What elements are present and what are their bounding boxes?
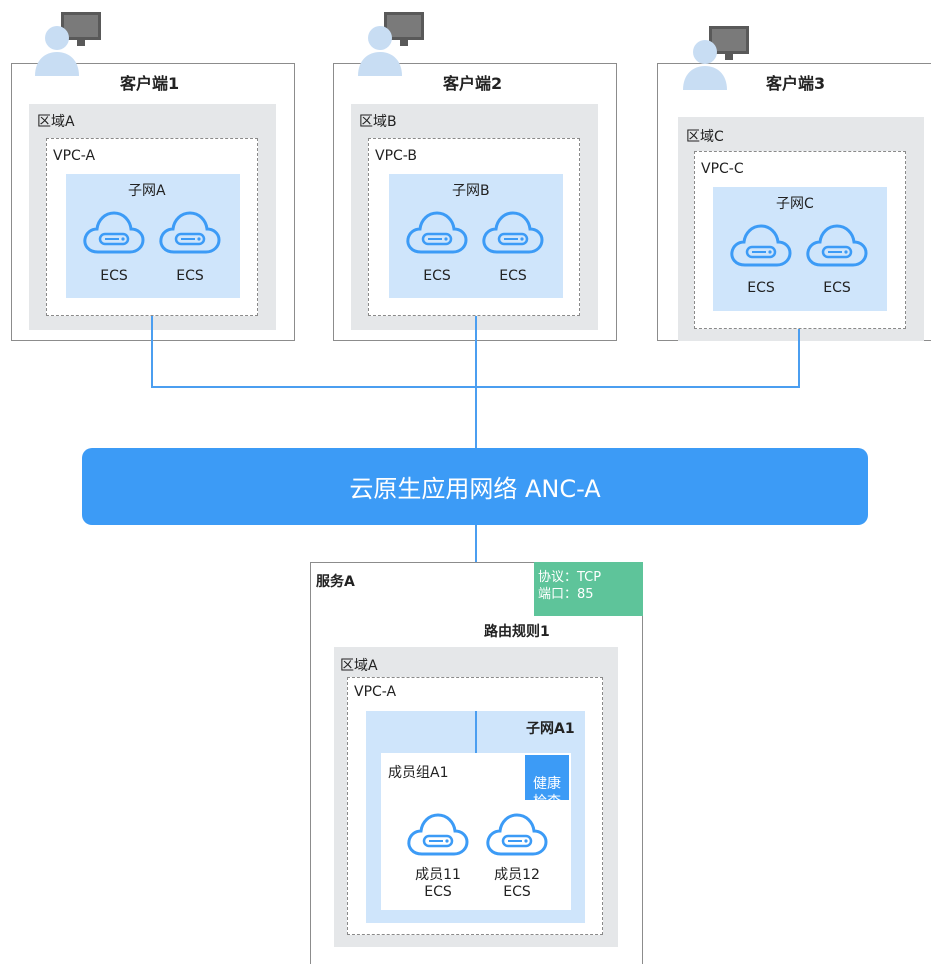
member-group-label: 成员组A1 xyxy=(388,765,449,781)
user-computer-icon xyxy=(33,10,103,80)
user-computer-icon xyxy=(356,10,426,80)
user-computer-icon xyxy=(681,24,751,94)
service-label: 服务A xyxy=(316,574,355,590)
subnet-label: 子网B xyxy=(452,183,490,199)
ecs-cloud-icon xyxy=(805,223,869,269)
member-name: 成员11 xyxy=(415,867,461,883)
anc-bar: 云原生应用网络 ANC-A xyxy=(82,448,868,525)
ecs-cloud-icon xyxy=(405,210,469,256)
region-label: 区域C xyxy=(686,129,724,145)
ecs-label: ECS xyxy=(499,268,527,284)
subnet-box xyxy=(389,174,563,298)
region-label: 区域A xyxy=(37,114,75,130)
connector-line xyxy=(475,316,477,448)
region-label: 区域B xyxy=(359,114,397,130)
ecs-cloud-icon xyxy=(485,812,549,858)
ecs-cloud-icon xyxy=(406,812,470,858)
subnet-label: 子网C xyxy=(776,196,814,212)
ecs-label: ECS xyxy=(423,268,451,284)
ecs-label: ECS xyxy=(176,268,204,284)
client-label: 客户端3 xyxy=(766,74,826,93)
member-name: 成员12 xyxy=(494,867,540,883)
ecs-cloud-icon xyxy=(82,210,146,256)
subnet-label: 子网A xyxy=(128,183,166,199)
ecs-label: ECS xyxy=(747,280,775,296)
member-type: ECS xyxy=(424,884,452,900)
client-label: 客户端2 xyxy=(443,74,503,93)
ecs-cloud-icon xyxy=(729,223,793,269)
client-label: 客户端1 xyxy=(120,74,180,93)
protocol-label: 协议：TCP xyxy=(538,570,602,585)
ecs-cloud-icon xyxy=(158,210,222,256)
vpc-label: VPC-A xyxy=(53,148,96,164)
ecs-label: ECS xyxy=(823,280,851,296)
subnet-box xyxy=(713,187,887,311)
protocol-port-tag: 协议：TCP 端口：85 xyxy=(534,562,643,616)
subnet-box xyxy=(66,174,240,298)
health-check-label: 健康 检查 xyxy=(533,776,561,810)
ecs-label: ECS xyxy=(100,268,128,284)
connector-line xyxy=(798,329,800,388)
vpc-label: VPC-B xyxy=(375,148,417,164)
port-label: 端口：85 xyxy=(538,587,594,602)
member-type: ECS xyxy=(503,884,531,900)
ecs-cloud-icon xyxy=(481,210,545,256)
connector-line xyxy=(151,316,153,388)
health-check-badge: 健康 检查 xyxy=(525,755,569,810)
route-rule-label: 路由规则1 xyxy=(484,624,550,640)
vpc-label: VPC-C xyxy=(701,161,744,177)
connector-line xyxy=(475,711,477,755)
connector-line xyxy=(151,386,800,388)
anc-label: 云原生应用网络 ANC-A xyxy=(349,475,601,503)
region-label: 区域A xyxy=(340,658,378,674)
vpc-label: VPC-A xyxy=(354,684,397,700)
subnet-label: 子网A1 xyxy=(526,721,575,737)
